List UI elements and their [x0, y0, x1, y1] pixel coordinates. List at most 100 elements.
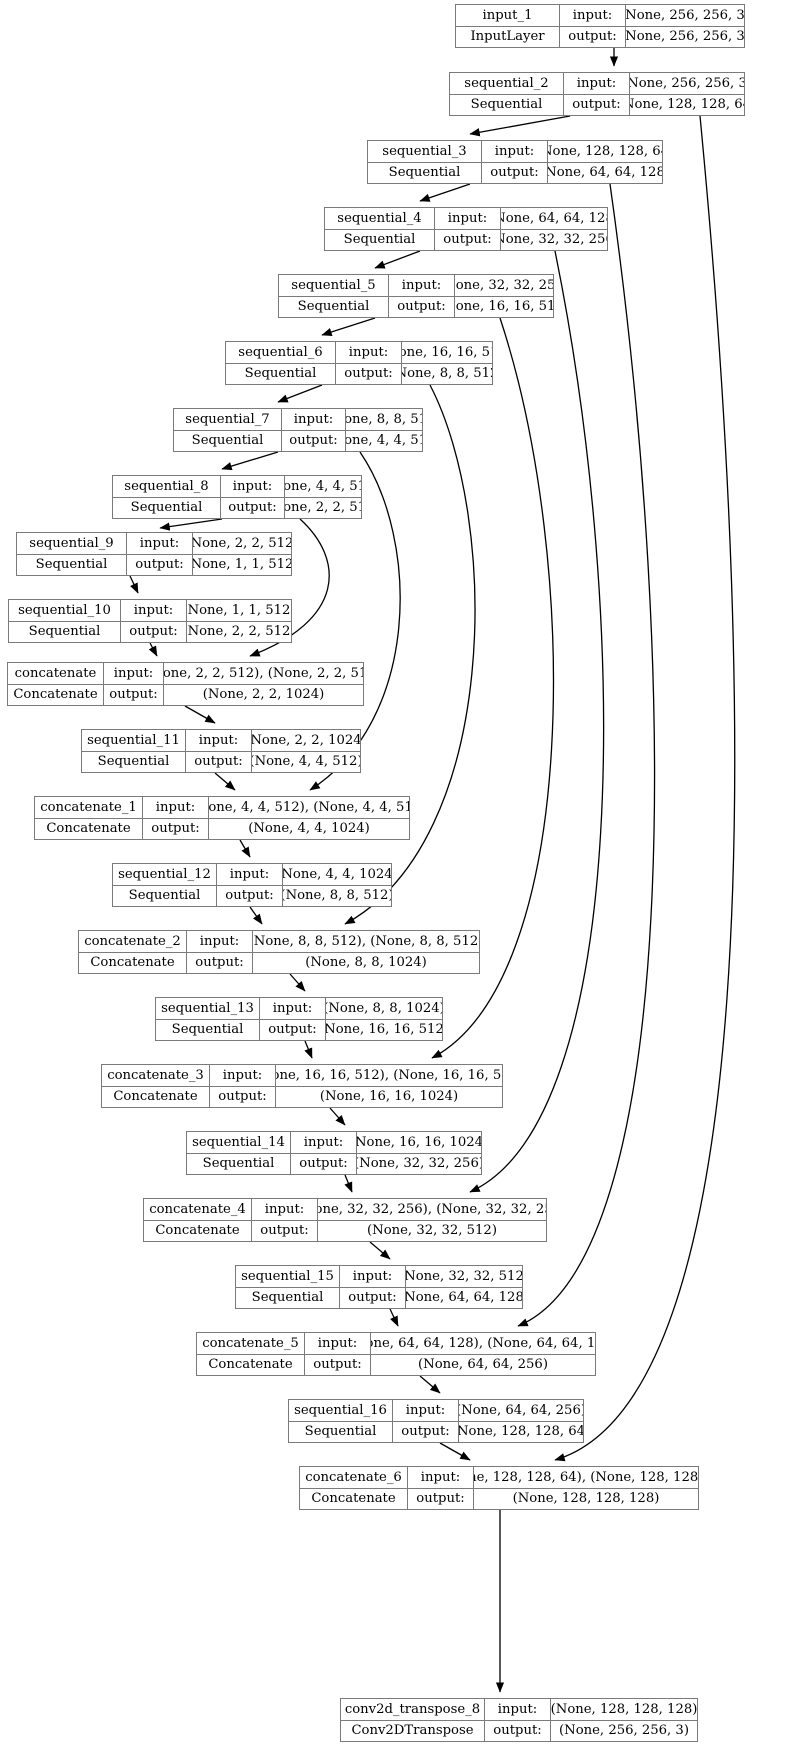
node-layer-class: Sequential	[226, 363, 336, 384]
node-output-shape: (None, 128, 128, 128)	[512, 1491, 660, 1507]
node-layer-class: Sequential	[450, 94, 564, 115]
node-layer-name: sequential_10	[9, 600, 121, 621]
node-layer-class: Sequential	[279, 296, 389, 317]
node-output-shape: (None, 1, 1, 512)	[193, 557, 291, 573]
node-input-label: input:	[564, 73, 630, 94]
node-input-shape: (None, 4, 4, 512)	[285, 478, 361, 494]
node-layer-name: sequential_5	[279, 275, 389, 296]
node-layer-name: concatenate_3	[102, 1065, 210, 1086]
node-output-label: output:	[435, 229, 501, 250]
node-output-label: output:	[389, 296, 455, 317]
node-layer-class: Concatenate	[300, 1488, 408, 1509]
node-input-label: input:	[143, 797, 209, 818]
node-layer-class: Sequential	[9, 621, 121, 642]
node-output-shape: (None, 4, 4, 512)	[346, 433, 422, 449]
node-layer-name: sequential_3	[368, 141, 482, 162]
node-layer-class: Concatenate	[35, 818, 143, 839]
node-output-label: output:	[393, 1421, 459, 1442]
node-output-label: output:	[560, 26, 626, 47]
node-input-shape: (None, 32, 32, 256)	[455, 277, 553, 293]
node-output-label: output:	[187, 952, 253, 973]
node-output-shape: (None, 16, 16, 1024)	[319, 1089, 459, 1105]
node-input-shape: (None, 8, 8, 1024)	[326, 1000, 442, 1016]
node-layer-class: InputLayer	[456, 26, 560, 47]
node-output-label: output:	[127, 554, 193, 575]
node-input-label: input:	[485, 1699, 551, 1720]
node-input-shape: (None, 128, 128, 128)	[551, 1701, 697, 1717]
node-output-shape: (None, 16, 16, 512)	[326, 1022, 442, 1038]
node-input-label: input:	[282, 409, 346, 430]
node-input-label: input:	[291, 1132, 357, 1153]
edge-sequential_2-to-sequential_3	[469, 115, 571, 137]
node-layer-name: concatenate_2	[79, 931, 187, 952]
node-output-shape: (None, 64, 64, 256)	[418, 1357, 548, 1373]
node-output-label: output:	[252, 1220, 318, 1241]
node-layer-name: concatenate	[8, 663, 104, 684]
node-output-label: output:	[104, 684, 164, 705]
node-layer-name: conv2d_transpose_8	[341, 1699, 485, 1720]
node-layer-name: concatenate_6	[300, 1467, 408, 1488]
node-layer-class: Conv2DTranspose	[341, 1720, 485, 1741]
edge-sequential_3-to-concatenate_5	[517, 183, 656, 1327]
node-output-shape: (None, 128, 128, 64)	[459, 1424, 583, 1440]
edge-sequential_12-to-concatenate_2	[249, 906, 263, 925]
node-input-label: input:	[260, 998, 326, 1019]
node-input-shape: (None, 16, 16, 1024)	[357, 1134, 481, 1150]
node-input-shape: (None, 128, 128, 64)	[548, 143, 662, 159]
node-layer-name: sequential_11	[82, 730, 186, 751]
node-layer-name: concatenate_1	[35, 797, 143, 818]
edge-sequential_13-to-concatenate_3	[304, 1040, 313, 1059]
node-layer-class: Concatenate	[8, 684, 104, 705]
node-output-label: output:	[485, 1720, 551, 1741]
node-input-shape: [(None, 4, 4, 512), (None, 4, 4, 512)]	[209, 799, 409, 815]
node-input-shape: (None, 1, 1, 512)	[187, 602, 291, 618]
node-input-label: input:	[221, 476, 285, 497]
edge-sequential_11-to-concatenate_1	[214, 772, 236, 791]
node-output-label: output:	[121, 621, 187, 642]
node-input-label: input:	[121, 600, 187, 621]
node-output-shape: (None, 2, 2, 512)	[187, 624, 291, 640]
node-input-shape: (None, 4, 4, 1024)	[283, 866, 391, 882]
node-layer-class: Sequential	[113, 497, 221, 518]
node-layer-name: sequential_8	[113, 476, 221, 497]
edge-concatenate_2-to-sequential_13	[289, 973, 306, 992]
